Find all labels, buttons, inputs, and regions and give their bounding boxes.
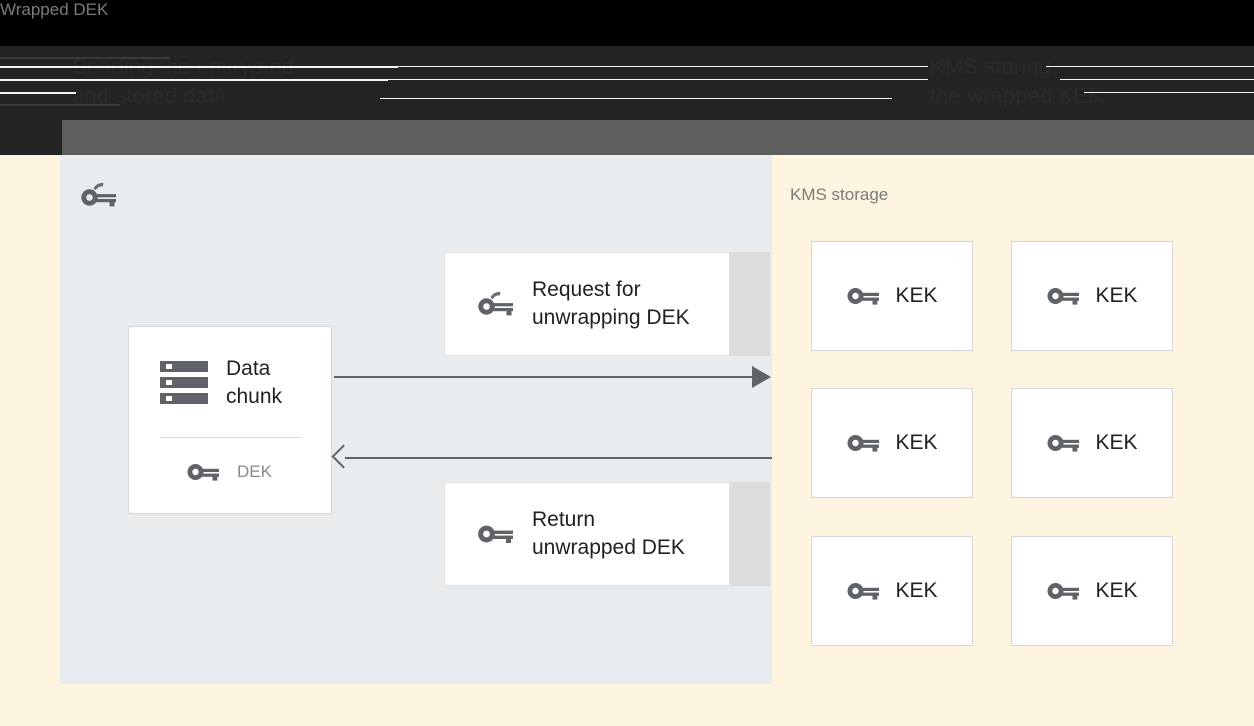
key-icon [186,461,220,483]
kek-label: KEK [895,579,938,602]
kek-card[interactable]: KEK [1011,536,1173,646]
kek-label: KEK [1095,284,1138,307]
wrapped-key-icon [476,289,514,319]
header-artifact-line [1060,79,1254,80]
header-artifact-line [0,92,76,94]
key-icon [846,580,880,602]
data-chunk-row: Data chunk [160,355,282,411]
key-icon [1046,580,1080,602]
data-chunk-dek-label: DEK [237,462,272,481]
header-artifact-line [0,57,170,59]
kek-card[interactable]: KEK [811,536,973,646]
key-icon [1046,285,1080,307]
data-chunk-title: Data chunk [226,357,283,408]
kek-card[interactable]: KEK [811,388,973,498]
data-chunk-divider [160,437,302,438]
data-chunk-icon [160,360,208,406]
key-icon [1046,432,1080,454]
header-gray-band [0,120,1254,155]
data-chunk-dek-row: DEK [186,461,272,483]
header-artifact-line [0,79,388,81]
return-unwrapped-card[interactable]: Return unwrapped DEK [444,482,730,586]
header-top-black-bar [0,0,1254,46]
arrow-to-kms [334,376,758,378]
kek-card[interactable]: KEK [811,241,973,351]
header-title-right: KMS storing the wrapped KEK [930,54,1103,108]
header-gray-band-notch [0,120,62,155]
kek-card[interactable]: KEK [1011,388,1173,498]
arrow-to-kms-head-icon [752,366,771,388]
kek-label: KEK [1095,579,1138,602]
return-unwrapped-text: Return unwrapped DEK [532,508,685,559]
kek-label: KEK [895,431,938,454]
kek-label: KEK [895,284,938,307]
key-icon [846,432,880,454]
key-icon [476,522,514,546]
header-artifact-line [0,104,120,106]
request-unwrap-card[interactable]: Request for unwrapping DEK [444,252,730,356]
kek-card[interactable]: KEK [1011,241,1173,351]
left-panel-label: Wrapped DEK [0,0,109,19]
header-artifact-line [380,98,892,99]
header-artifact-line [1046,66,1254,67]
arrow-from-kms [345,457,772,459]
key-icon [846,285,880,307]
header-title-left: Sending the encrypted and stored data [72,54,295,108]
wrapped-key-icon [79,182,117,208]
request-unwrap-text: Request for unwrapping DEK [532,278,690,329]
header-artifact-line [398,66,928,67]
header-artifact-line [1084,92,1254,93]
kms-storage-label: KMS storage [790,185,889,204]
data-chunk-card[interactable]: Data chunk DEK [128,326,332,514]
header-artifact-line [0,66,398,68]
header-artifact-line [388,79,928,80]
header-dark-bar [0,46,1254,120]
kek-label: KEK [1095,431,1138,454]
